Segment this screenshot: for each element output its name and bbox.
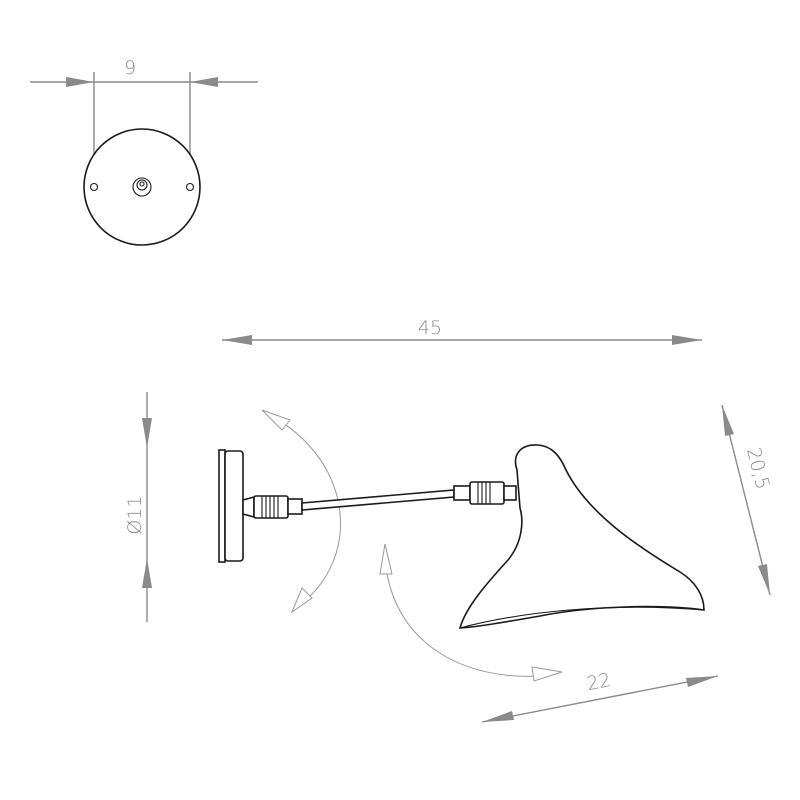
arrow-head — [722, 405, 734, 436]
shade-rim — [459, 606, 705, 629]
arm-rotation-arc — [267, 413, 341, 607]
base-connector — [242, 495, 255, 519]
arrow-head — [758, 564, 770, 595]
arm-rotation-indicator — [261, 409, 341, 614]
rotation-arrow-head — [290, 587, 313, 614]
mounting-hole-right — [185, 182, 195, 192]
center-nut-core — [139, 181, 145, 187]
dimension-label-total-length: 45 — [418, 317, 442, 339]
arrow-head — [482, 711, 514, 722]
arrow-head — [686, 676, 718, 687]
dimension-label-shade-height: 20,5 — [742, 445, 774, 491]
dimension-label-plate-diameter: Ø11 — [124, 495, 146, 534]
dimension-label-hole-spacing: 9 — [124, 57, 136, 79]
wall-plate-circle — [83, 128, 201, 246]
dimension-total-length: 45 — [222, 317, 702, 345]
arm-rod — [301, 489, 455, 511]
arrow-head — [190, 77, 218, 87]
arm-joint-right — [469, 481, 505, 505]
mounting-hole-left — [89, 182, 99, 192]
dimension-line-shade-height — [721, 404, 771, 596]
arrow-head — [222, 335, 252, 345]
dimension-line-shade-width — [481, 675, 719, 723]
shade-mount — [503, 485, 517, 501]
arrow-head — [672, 335, 702, 345]
wall-plate-edge — [218, 449, 226, 563]
dimension-label-shade-width: 22 — [585, 669, 613, 695]
arrow-head — [142, 418, 152, 448]
lamp-side-view — [218, 444, 705, 629]
shade-rotation-indicator — [379, 543, 563, 682]
dimension-shade-height: 20,5 — [721, 404, 774, 596]
center-nut-outer — [132, 177, 152, 197]
wall-plate-side — [224, 450, 244, 562]
dimension-plate-diameter: Ø11 — [124, 392, 152, 622]
wall-plate-front-view: 9 — [30, 57, 258, 246]
rotation-arrow-head — [261, 409, 291, 431]
center-nut-inner — [136, 179, 148, 191]
lamp-shade — [458, 444, 705, 629]
arm-joint-left — [253, 495, 289, 519]
rotation-arrow-head — [531, 666, 563, 682]
dimension-shade-width: 22 — [481, 669, 719, 723]
arm-collar-left — [287, 498, 303, 515]
arrow-head — [66, 77, 94, 87]
shade-rotation-arc — [385, 567, 541, 677]
arm-collar-right — [453, 485, 471, 501]
rotation-arrow-head — [379, 543, 393, 575]
arrow-head — [142, 558, 152, 588]
